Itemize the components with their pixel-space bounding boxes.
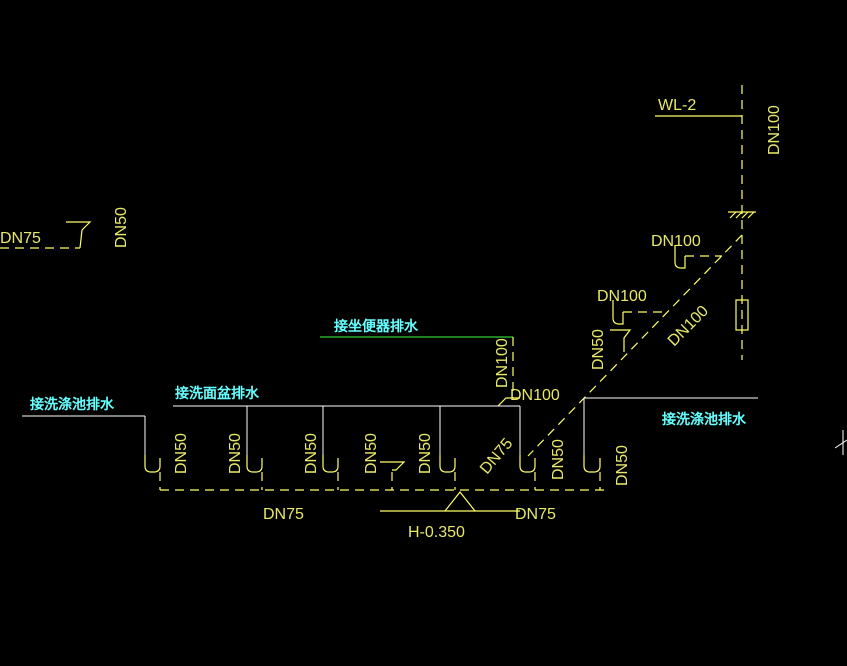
diagonal-main-segment — [527, 234, 743, 457]
middle-trap — [612, 300, 624, 325]
elevation-marker — [380, 491, 520, 512]
dn50-branch-labels: DN50 DN50 DN50 DN50 DN50 DN50 DN50 — [173, 433, 631, 486]
trap-3 — [322, 455, 339, 473]
horizontal-collector — [144, 455, 605, 491]
trap-1 — [144, 455, 161, 473]
floor-drain-symbol — [610, 329, 632, 352]
diagonal-main-pipe — [527, 234, 743, 457]
toilet-elbow — [497, 397, 520, 407]
washbasin-note: 接洗面盆排水 — [175, 385, 260, 402]
fixture-lines — [22, 397, 758, 455]
toilet-drain-note: 接坐便器排水 — [334, 318, 419, 335]
upper-left-pipe-size: DN75 — [0, 230, 41, 247]
trap-5 — [519, 455, 536, 473]
branch-size-label: DN50 — [417, 433, 434, 474]
trap-2 — [246, 455, 263, 473]
toilet-vertical-size: DN100 — [494, 338, 511, 388]
partial-edge-mark — [834, 430, 847, 455]
elevation-triangle — [444, 491, 476, 512]
riser-wl2 — [655, 85, 756, 360]
hatch-4 — [747, 211, 755, 219]
branch-size-label: DN50 — [303, 433, 320, 474]
right-sink-note: 接洗涤池排水 — [662, 411, 747, 428]
upper-left-branch-size: DN50 — [113, 207, 130, 248]
middle-branch-size: DN100 — [597, 288, 647, 305]
diagonal-dn50-label: DN50 — [590, 329, 607, 370]
left-sink-note: 接洗涤池排水 — [30, 396, 115, 413]
toilet-horizontal-size: DN100 — [510, 387, 560, 404]
branch-size-label: DN50 — [363, 433, 380, 474]
elevation-label: H-0.350 — [408, 524, 465, 541]
floor-drain-2 — [380, 461, 406, 471]
collector-right-size: DN75 — [515, 506, 556, 523]
branch-size-label: DN50 — [173, 433, 190, 474]
trap-6 — [583, 455, 601, 473]
branch-size-label: DN50 — [550, 439, 567, 480]
upper-branch-size: DN100 — [651, 233, 701, 250]
branch-size-label: DN50 — [614, 445, 631, 486]
upper-left-fixture — [0, 221, 92, 249]
riser-size-label: DN100 — [766, 105, 783, 155]
upper-trap — [674, 245, 686, 269]
riser-name-label: WL-2 — [658, 97, 696, 114]
upper-left-drain — [66, 221, 92, 249]
collector-left-size: DN75 — [263, 506, 304, 523]
toilet-connection — [320, 336, 520, 407]
trap-4 — [439, 455, 456, 473]
hatch-3 — [741, 211, 749, 219]
cleanout-fitting — [735, 299, 749, 331]
hatch-1 — [729, 211, 737, 219]
hatch-2 — [735, 211, 743, 219]
branch-size-label: DN50 — [227, 433, 244, 474]
